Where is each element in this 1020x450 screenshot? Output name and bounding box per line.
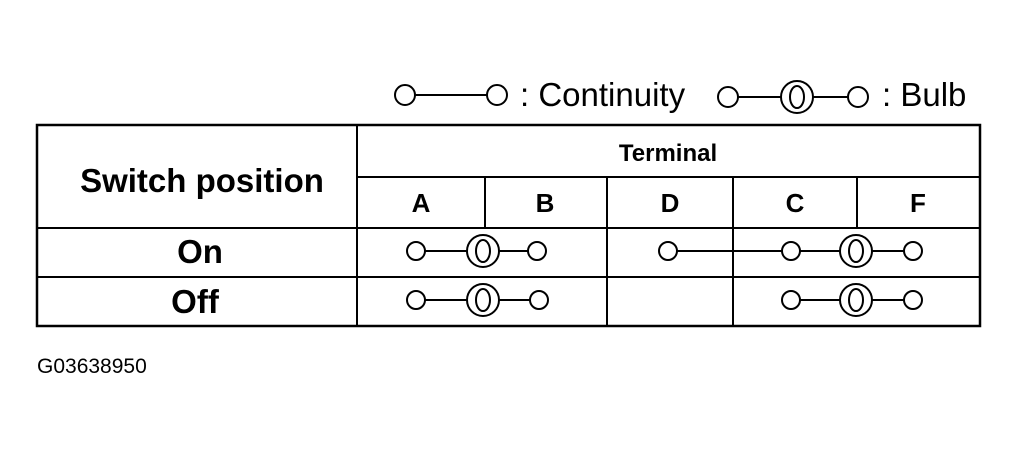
- column-f-label: F: [910, 188, 926, 218]
- row-on-d-f-bulb-connection: [658, 234, 923, 268]
- switch-position-header: Switch position: [80, 162, 324, 199]
- terminal-header: Terminal: [619, 140, 717, 167]
- legend-continuity-label: : Continuity: [520, 76, 686, 113]
- legend-continuity-symbol: [394, 84, 508, 106]
- column-d-label: D: [661, 188, 680, 218]
- legend-bulb-label: : Bulb: [882, 76, 966, 113]
- column-a-label: A: [412, 188, 431, 218]
- table-grid: [35, 123, 982, 328]
- row-off-label: Off: [171, 283, 220, 320]
- row-on-a-b-bulb-connection: [406, 234, 547, 268]
- row-off-c-f-bulb-connection: [781, 283, 923, 317]
- column-c-label: C: [786, 188, 805, 218]
- figure-code: G03638950: [37, 355, 147, 378]
- legend-bulb-symbol: [717, 80, 869, 114]
- row-off-a-b-bulb-connection: [406, 283, 549, 317]
- row-on-label: On: [177, 233, 223, 270]
- column-b-label: B: [536, 188, 555, 218]
